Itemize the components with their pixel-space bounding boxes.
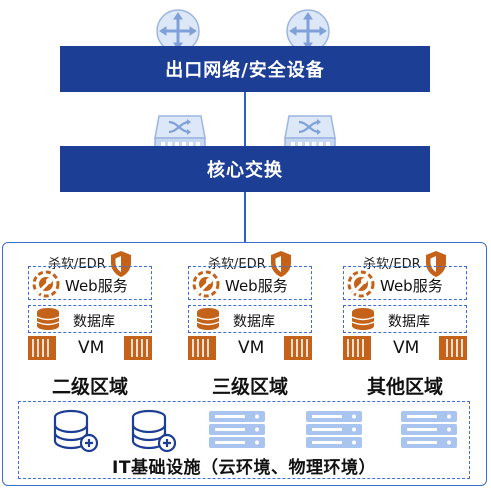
- wrench-gear-icon: [32, 270, 60, 298]
- web-service-label: Web服务: [65, 277, 128, 295]
- vm-block-icon: [124, 336, 152, 360]
- database-box: 数据库: [188, 305, 312, 333]
- vm-row: VM: [28, 336, 152, 362]
- database-label: 数据库: [388, 314, 430, 330]
- web-service-label: Web服务: [380, 277, 443, 295]
- vm-label: VM: [238, 338, 265, 358]
- edr-label: 杀软/EDR: [48, 257, 106, 272]
- connector-line-top: [244, 92, 246, 146]
- database-box: 数据库: [343, 305, 467, 333]
- web-service-box: Web服务: [28, 266, 152, 300]
- server-rack-icon: [209, 411, 265, 448]
- database-add-icon: [53, 409, 99, 453]
- vm-label: VM: [78, 338, 105, 358]
- connector-line-bottom: [244, 192, 246, 242]
- core-switch-band: 核心交换: [60, 146, 430, 192]
- server-rack-icon: [401, 411, 457, 448]
- wrench-gear-icon: [347, 270, 375, 298]
- egress-security-label: 出口网络/安全设备: [165, 60, 325, 81]
- web-service-box: Web服务: [343, 266, 467, 300]
- server-rack-icon: [306, 411, 362, 448]
- web-service-box: Web服务: [188, 266, 312, 300]
- security-zones-container: [2, 242, 487, 486]
- switch-icon: [283, 112, 337, 158]
- it-infrastructure-box: IT基础设施（云环境、物理环境）: [18, 401, 470, 479]
- shield-icon: [271, 251, 291, 277]
- database-icon: [351, 308, 375, 330]
- edr-label: 杀软/EDR: [363, 257, 421, 272]
- zone-other: 杀软/EDR Web服务 数据库 VM 其: [343, 250, 469, 398]
- zone-level-2: 杀软/EDR Web服务 数据库 VM 二: [28, 250, 154, 398]
- vm-block-icon: [343, 336, 371, 360]
- vm-block-icon: [439, 336, 467, 360]
- shield-icon: [426, 251, 446, 277]
- shield-icon: [111, 251, 131, 277]
- zone-title: 二级区域: [51, 376, 128, 398]
- vm-label: VM: [393, 338, 420, 358]
- zone-title: 其他区域: [366, 376, 443, 398]
- vm-block-icon: [284, 336, 312, 360]
- egress-security-band: 出口网络/安全设备: [60, 46, 430, 92]
- database-label: 数据库: [73, 314, 115, 330]
- router-icon: [155, 8, 201, 58]
- router-icon: [285, 8, 331, 58]
- database-icon: [36, 308, 60, 330]
- infrastructure-title: IT基础设施（云环境、物理环境）: [112, 458, 376, 478]
- core-switch-label: 核心交换: [207, 160, 283, 181]
- database-label: 数据库: [233, 314, 275, 330]
- zone-level-3: 杀软/EDR Web服务 数据库 VM 三: [188, 250, 314, 398]
- wrench-gear-icon: [192, 270, 220, 298]
- vm-row: VM: [188, 336, 312, 362]
- database-box: 数据库: [28, 305, 152, 333]
- vm-block-icon: [28, 336, 56, 360]
- vm-row: VM: [343, 336, 467, 362]
- web-service-label: Web服务: [225, 277, 288, 295]
- database-icon: [196, 308, 220, 330]
- vm-block-icon: [188, 336, 216, 360]
- edr-label: 杀软/EDR: [208, 257, 266, 272]
- database-add-icon: [131, 409, 177, 453]
- zone-title: 三级区域: [211, 376, 288, 398]
